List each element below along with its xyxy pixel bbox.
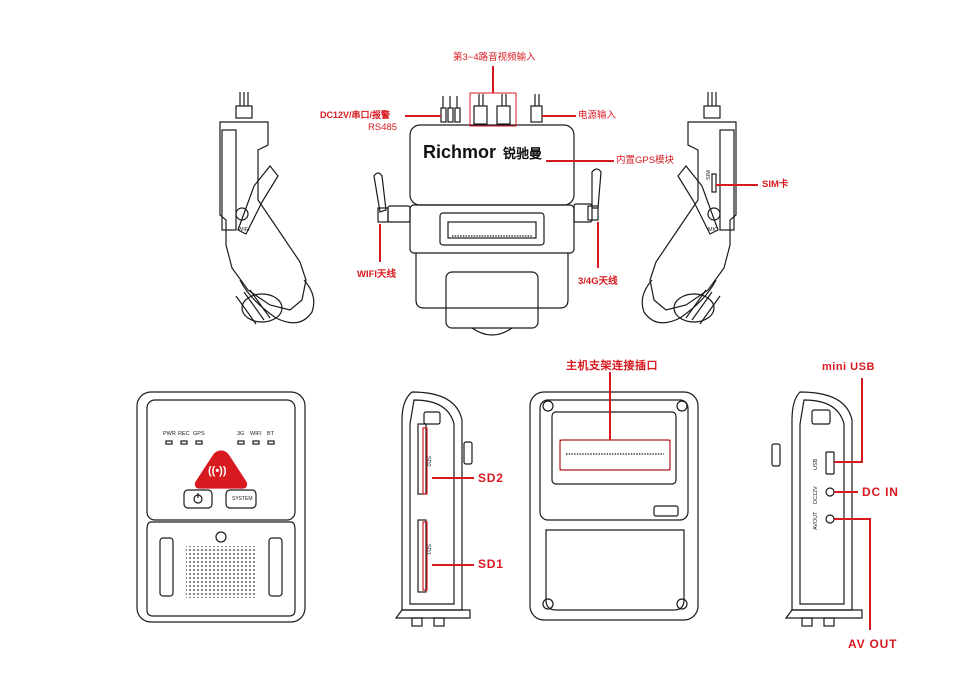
side-mark-sd2: SD2 <box>425 456 431 467</box>
led-label-wifi: WIFI <box>250 431 262 437</box>
side-mark-avout: AVOUT <box>813 511 819 530</box>
label-power-input: 电源输入 <box>578 110 617 121</box>
label-dc12v: DC12V/串口/报警 <box>320 110 391 120</box>
callout-lines <box>379 66 871 630</box>
led-label-pwr: PWR <box>163 431 176 437</box>
label-av-input-34: 第3~4路音视频输入 <box>453 52 536 63</box>
right-bracket-view <box>641 92 737 325</box>
brand-logo: Richmor 锐驰曼 <box>423 142 543 162</box>
label-av-out: AV OUT <box>848 637 898 651</box>
top-body <box>409 124 575 206</box>
side-mark-sd1: SD1 <box>425 544 431 555</box>
label-3g4g-antenna: 3/4G天线 <box>578 276 618 287</box>
label-wifi-antenna: WIFI天线 <box>357 269 397 280</box>
led-label-gps: GPS <box>193 431 205 437</box>
side-mark-usb: USB <box>813 458 819 470</box>
front-view-device <box>136 391 306 623</box>
wifi-antenna <box>373 172 411 223</box>
led-label-3g: 3G <box>237 431 245 437</box>
side-mark-mic: MIC <box>708 227 719 233</box>
label-sd2: SD2 <box>478 471 504 485</box>
power-button[interactable] <box>183 489 213 509</box>
back-view-device <box>529 391 699 621</box>
label-gps-module: 内置GPS模块 <box>616 155 675 166</box>
top-connectors <box>440 94 543 125</box>
label-sim-card: SIM卡 <box>762 179 789 190</box>
led-label-bt: BT <box>267 431 275 437</box>
side-mark-dc12v: DC12V <box>813 486 819 504</box>
label-dc-in: DC IN <box>862 485 899 499</box>
side-view-sd <box>394 391 473 627</box>
top-view-device <box>373 92 602 336</box>
lte-antenna <box>573 168 602 223</box>
side-mark-sim: SIM <box>706 170 712 180</box>
led-row <box>165 440 275 445</box>
side-view-ports <box>771 391 863 627</box>
led-label-rec: REC <box>178 431 190 437</box>
label-mount-interface: 主机支架连接插口 <box>566 360 658 372</box>
system-button-label: SYSTEM <box>232 496 253 502</box>
alarm-button[interactable] <box>194 450 248 489</box>
label-rs485: RS485 <box>368 122 398 133</box>
system-button[interactable] <box>225 489 257 509</box>
label-mini-usb: mini USB <box>822 361 875 373</box>
alarm-icon: ((•)) <box>208 465 227 477</box>
side-mark-wifi: WIFI <box>238 227 250 233</box>
label-sd1: SD1 <box>478 557 504 571</box>
left-bracket-view <box>219 92 315 325</box>
